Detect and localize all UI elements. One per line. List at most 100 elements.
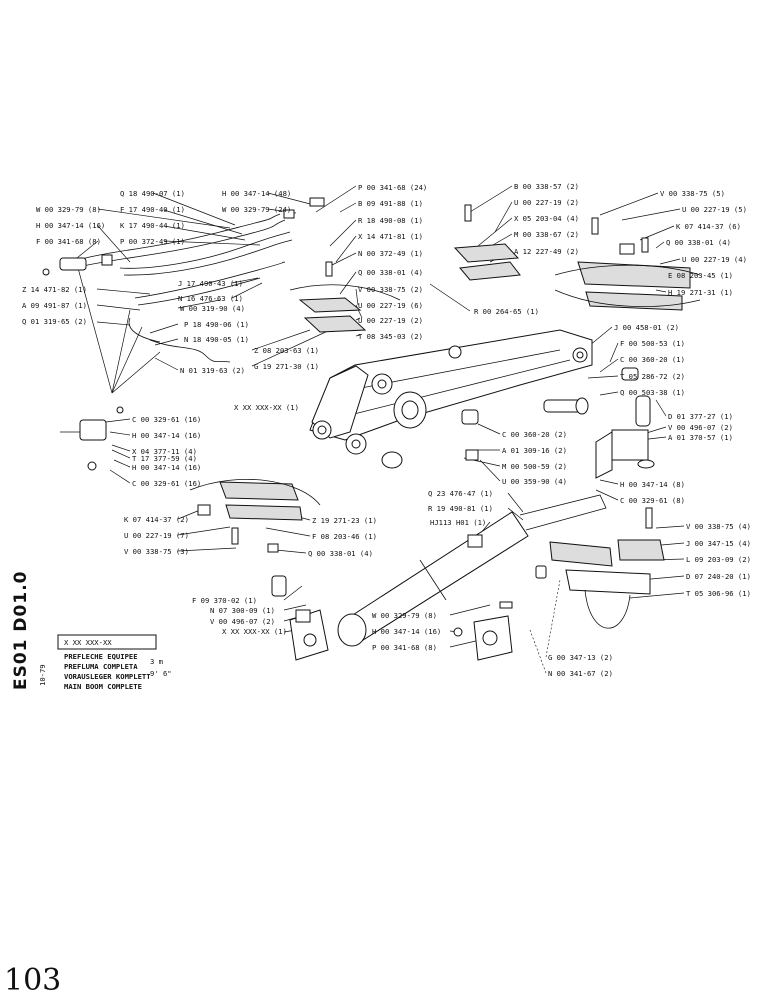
part-label-left-lower-1: K 07 414-37 (2) [124,515,189,524]
part-label-top-left-3: F 00 341-68 (8) [36,237,101,246]
size-imperial: 9' 6" [150,669,172,678]
part-label-mid-right-9: C 00 360-20 (2) [502,430,567,439]
part-label-left-lower-6: Q 00 338-01 (4) [308,549,373,558]
part-number-labels: W 00 329-79 (8) H 00 347-14 (16) F 00 341-… [22,182,751,678]
part-label-top-left-1: W 00 329-79 (8) [36,205,101,214]
part-label-mid-right-7: V 00 496-07 (2) [668,423,733,432]
part-label-top-left-10: Z 14 471-82 (1) [22,285,87,294]
part-label-top-left-2: H 00 347-14 (16) [36,221,105,230]
part-label-top-left-11: A 09 491-87 (1) [22,301,87,310]
part-label-top-right-12: H 19 271-31 (1) [668,288,733,297]
part-label-bottom-3: V 00 496-07 (2) [210,617,275,626]
part-label-top-center-1: P 00 341-68 (24) [358,183,427,192]
part-label-right-lower-1: V 00 338-75 (4) [686,522,751,531]
size-metric: 3 m [150,657,163,666]
part-label-top-center-9: U 00 227-19 (2) [358,316,423,325]
part-label-top-center-13: R 00 264-65 (1) [474,307,539,316]
part-label-top-center-12: G 19 271-30 (1) [254,362,319,371]
part-label-top-left-18: N 01 319-63 (2) [180,366,245,375]
part-label-top-right-6: V 00 338-75 (5) [660,189,725,198]
part-label-right-lower-3: L 09 203-09 (2) [686,555,751,564]
part-label-mid-right-1: J 00 458-01 (2) [614,323,679,332]
part-label-top-center-7: V 00 338-75 (2) [358,285,423,294]
part-label-bottom-1: F 09 370-02 (1) [192,596,257,605]
part-label-left-lower-4: Z 19 271-23 (1) [312,516,377,525]
part-label-top-right-2: U 00 227-19 (2) [514,198,579,207]
part-label-left-mid-4: T 17 377-59 (4) [132,454,197,463]
drawing-date-vertical: 10-79 [38,664,47,686]
title-fr: PREFLECHE EQUIPEE [64,652,138,661]
part-label-right-lower-4: D 07 240-20 (1) [686,572,751,581]
part-label-top-center-2: B 09 491-88 (1) [358,199,423,208]
part-label-left-lower-2: U 00 227-19 (7) [124,531,189,540]
center-reference: X XX XXX-XX (1) [234,403,299,412]
part-label-left-lower-3: V 00 338-75 (3) [124,547,189,556]
part-label-top-right-1: B 00 338-57 (2) [514,182,579,191]
part-label-top-center-3: R 18 490-08 (1) [358,216,423,225]
part-label-left-mid-5: H 00 347-14 (16) [132,463,201,472]
part-label-mid-right-2: F 00 500-53 (1) [620,339,685,348]
part-label-top-left-17: N 18 490-05 (1) [184,335,249,344]
title-it: PREFLUMA COMPLETA [64,662,138,671]
part-label-left-mid-1: C 00 329-61 (16) [132,415,201,424]
part-label-top-right-7: U 00 227-19 (5) [682,205,747,214]
part-label-mid-right-13: H 00 347-14 (8) [620,480,685,489]
part-label-left-mid-2: H 00 347-14 (16) [132,431,201,440]
part-label-mid-right-11: M 00 500-59 (2) [502,462,567,471]
part-label-right-lower-2: J 00 347-15 (4) [686,539,751,548]
part-label-mid-right-10: A 01 309-16 (2) [502,446,567,455]
part-label-top-center-10: T 08 345-03 (2) [358,332,423,341]
part-label-mid-right-14: C 00 329-61 (8) [620,496,685,505]
part-label-top-right-10: U 00 227-19 (4) [682,255,747,264]
valve-reference: X XX XXX-XX (1) [222,627,287,636]
part-label-left-mid-3: X 04 377-11 (4) [132,447,197,456]
part-label-top-left-14: N 16 476-63 (1) [178,294,243,303]
part-label-top-right-3: X 05 203-04 (4) [514,214,579,223]
part-label-mid-right-3: C 00 360-20 (1) [620,355,685,364]
part-label-mid-right-12: U 00 359-90 (4) [502,477,567,486]
title-de: VORAUSLEGER KOMPLETT [64,672,151,681]
part-label-top-center-11: Z 08 203-63 (1) [254,346,319,355]
drawing-code-vertical: ES01 D01.0 [11,571,31,691]
part-label-top-right-4: M 00 338-67 (2) [514,230,579,239]
part-label-bottom-4: W 00 329-79 (8) [372,611,437,620]
part-label-top-left-7: P 00 372-49 (1) [120,237,185,246]
part-label-bottom-5: H 00 347-14 (16) [372,627,441,636]
part-label-left-lower-5: F 08 203-46 (1) [312,532,377,541]
part-label-mid-right-6: D 01 377-27 (1) [668,412,733,421]
part-label-left-mid-6: C 00 329-61 (16) [132,479,201,488]
part-label-center-lower-2: R 19 490-81 (1) [428,504,493,513]
part-label-top-right-5: A 12 227-49 (2) [514,247,579,256]
part-label-mid-right-4: T 05 286-72 (2) [620,372,685,381]
part-label-bottom-6: P 00 341-68 (8) [372,643,437,652]
reference-box-text: X XX XXX-XX [64,638,112,647]
part-label-top-right-8: K 07 414-37 (6) [676,222,741,231]
part-label-top-left-8: H 00 347-14 (48) [222,189,291,198]
part-label-top-right-9: Q 00 338-01 (4) [666,238,731,247]
part-label-top-right-11: E 08 203-45 (1) [668,271,733,280]
page-number: 103 [4,963,61,998]
part-label-top-left-5: F 17 490-40 (1) [120,205,185,214]
part-label-top-center-5: N 00 372-49 (1) [358,249,423,258]
reference-box [57,634,157,650]
part-label-bottom-8: N 00 341-67 (2) [548,669,613,678]
part-label-top-left-6: K 17 490-44 (1) [120,221,185,230]
cable-reference: HJ113 H01 (1) [430,518,486,527]
part-label-top-left-13: J 17 490-43 (1) [178,279,243,288]
part-label-top-center-8: U 00 227-19 (6) [358,301,423,310]
part-label-right-lower-5: T 05 306-96 (1) [686,589,751,598]
part-label-top-center-6: Q 00 338-01 (4) [358,268,423,277]
title-en: MAIN BOOM COMPLETE [64,682,142,691]
part-label-top-left-12: Q 01 319-65 (2) [22,317,87,326]
part-label-top-center-4: X 14 471-81 (1) [358,232,423,241]
part-label-mid-right-5: Q 00 503-38 (1) [620,388,685,397]
part-label-top-left-9: W 00 329-79 (24) [222,205,291,214]
part-label-bottom-7: G 00 347-13 (2) [548,653,613,662]
part-label-center-lower-1: Q 23 476-47 (1) [428,489,493,498]
part-label-top-left-15: W 00 319-90 (4) [180,304,245,313]
part-label-mid-right-8: A 01 370-57 (1) [668,433,733,442]
part-label-bottom-2: N 07 300-09 (1) [210,606,275,615]
part-drawings [42,197,701,661]
